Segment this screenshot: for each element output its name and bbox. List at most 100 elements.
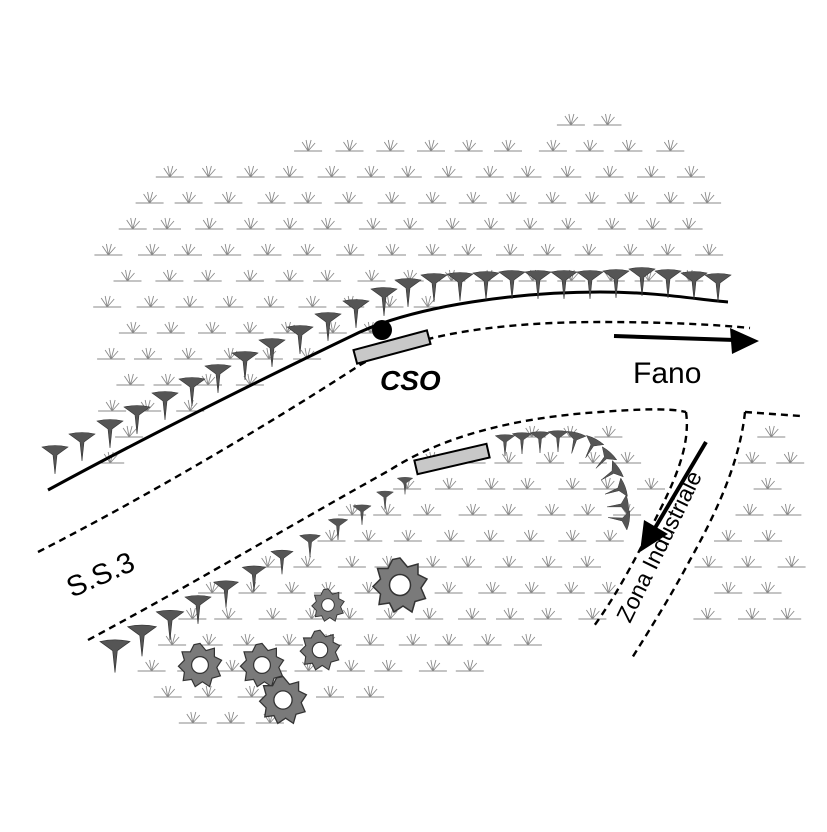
grass-tuft-icon	[676, 165, 706, 178]
grass-tuft-icon	[292, 555, 322, 568]
grass-tuft-icon	[393, 165, 423, 178]
grass-tuft-icon	[636, 477, 666, 490]
grass-tuft-icon	[476, 477, 506, 490]
grass-tuft-icon	[312, 269, 342, 282]
tree-icon	[342, 299, 370, 329]
grass-tuft-icon	[593, 425, 623, 438]
grass-tuft-icon	[133, 347, 163, 360]
grass-tuft-icon	[593, 113, 622, 126]
grass-tuft-icon	[692, 191, 722, 204]
grass-tuft-icon	[156, 321, 186, 334]
grass-tuft-icon	[416, 139, 446, 152]
grass-tuft-icon	[413, 295, 443, 308]
grass-tuft-icon	[756, 425, 786, 438]
grass-tuft-icon	[597, 217, 627, 230]
grass-tuft-icon	[753, 529, 783, 542]
grass-tuft-icon	[175, 295, 205, 308]
grass-tuft-icon	[573, 503, 603, 516]
tree-icon	[41, 445, 69, 475]
grass-tuft-icon	[533, 555, 563, 568]
grass-tuft-icon	[733, 555, 763, 568]
tree-icon	[299, 534, 321, 558]
grass-tuft-icon	[337, 555, 367, 568]
grass-tuft-icon	[694, 555, 723, 568]
grass-tuft-icon	[214, 295, 244, 308]
grass-tuft-icon	[193, 269, 223, 282]
grass-tuft-icon	[253, 243, 282, 256]
tree-icon	[576, 434, 605, 463]
grass-tuft-icon	[174, 191, 204, 204]
grass-tuft-icon	[173, 347, 203, 360]
grass-tuft-icon	[553, 217, 583, 230]
grass-tuft-icon	[557, 477, 587, 490]
tree-icon	[204, 364, 232, 394]
tree-icon	[370, 287, 398, 317]
grass-tuft-icon	[96, 347, 126, 360]
grass-tuft-icon	[457, 607, 487, 620]
tree-icon	[394, 278, 422, 308]
grass-tuft-icon	[257, 191, 286, 204]
grass-tuft-icon	[458, 503, 488, 516]
tree-icon	[242, 565, 266, 592]
grass-tuft-icon	[476, 217, 505, 230]
grass-tuft-icon	[118, 217, 148, 230]
grass-tuft-icon	[575, 139, 605, 152]
grass-tuft-icon	[532, 243, 562, 256]
grass-tuft-icon	[637, 217, 667, 230]
fano-label: Fano	[633, 357, 701, 390]
grass-tuft-icon	[437, 217, 467, 230]
grass-tuft-icon	[398, 633, 428, 646]
grass-tuft-icon	[254, 347, 284, 360]
grass-tuft-icon	[153, 685, 183, 698]
grass-tuft-icon	[615, 243, 645, 256]
grass-tuft-icon	[475, 165, 505, 178]
tree-icon	[127, 624, 157, 657]
grass-tuft-icon	[97, 399, 127, 412]
tree-icon	[178, 377, 206, 407]
grass-tuft-icon	[493, 451, 523, 464]
grass-tuft-icon	[212, 243, 242, 256]
grass-tuft-icon	[336, 659, 366, 672]
grass-tuft-icon	[556, 581, 586, 594]
grass-tuft-icon	[414, 607, 444, 620]
grass-tuft-icon	[516, 581, 546, 594]
grass-tuft-icon	[494, 503, 523, 516]
grass-tuft-icon	[453, 243, 483, 256]
grass-tuft-icon	[694, 243, 724, 256]
grass-tuft-icon	[152, 217, 182, 230]
tree-icon	[151, 391, 179, 421]
tree-icon	[376, 490, 394, 510]
grass-tuft-icon	[113, 269, 142, 282]
grass-tuft-icon	[775, 451, 805, 464]
grass-tuft-icon	[235, 269, 265, 282]
grass-tuft-icon	[274, 633, 304, 646]
industrial-road-edge-east	[630, 410, 801, 659]
grass-tuft-icon	[92, 295, 122, 308]
grass-tuft-icon	[537, 191, 567, 204]
grass-tuft-icon	[317, 165, 347, 178]
grass-tuft-icon	[454, 139, 484, 152]
grass-tuft-icon	[735, 503, 764, 516]
shrub-icon	[311, 588, 345, 622]
grass-tuft-icon	[136, 295, 166, 308]
grass-tuft-icon	[475, 529, 505, 542]
grass-tuft-icon	[377, 243, 407, 256]
grass-field-east	[692, 425, 807, 620]
grass-tuft-icon	[318, 321, 348, 334]
grass-tuft-icon	[577, 191, 606, 204]
grass-tuft-icon	[434, 633, 464, 646]
grass-tuft-icon	[317, 529, 346, 542]
grass-tuft-icon	[612, 451, 642, 464]
grass-tuft-icon	[334, 191, 364, 204]
grass-tuft-icon	[373, 659, 403, 672]
tree-icon	[231, 351, 259, 381]
grass-tuft-icon	[477, 581, 507, 594]
grass-tuft-icon	[494, 555, 524, 568]
grass-tuft-icon	[274, 165, 304, 178]
grass-tuft-icon	[595, 529, 625, 542]
tree-icon	[420, 273, 448, 303]
grass-tuft-icon	[238, 581, 267, 594]
tree-icon	[446, 272, 474, 302]
grass-tuft-icon	[197, 321, 227, 334]
grass-tuft-icon	[515, 529, 545, 542]
